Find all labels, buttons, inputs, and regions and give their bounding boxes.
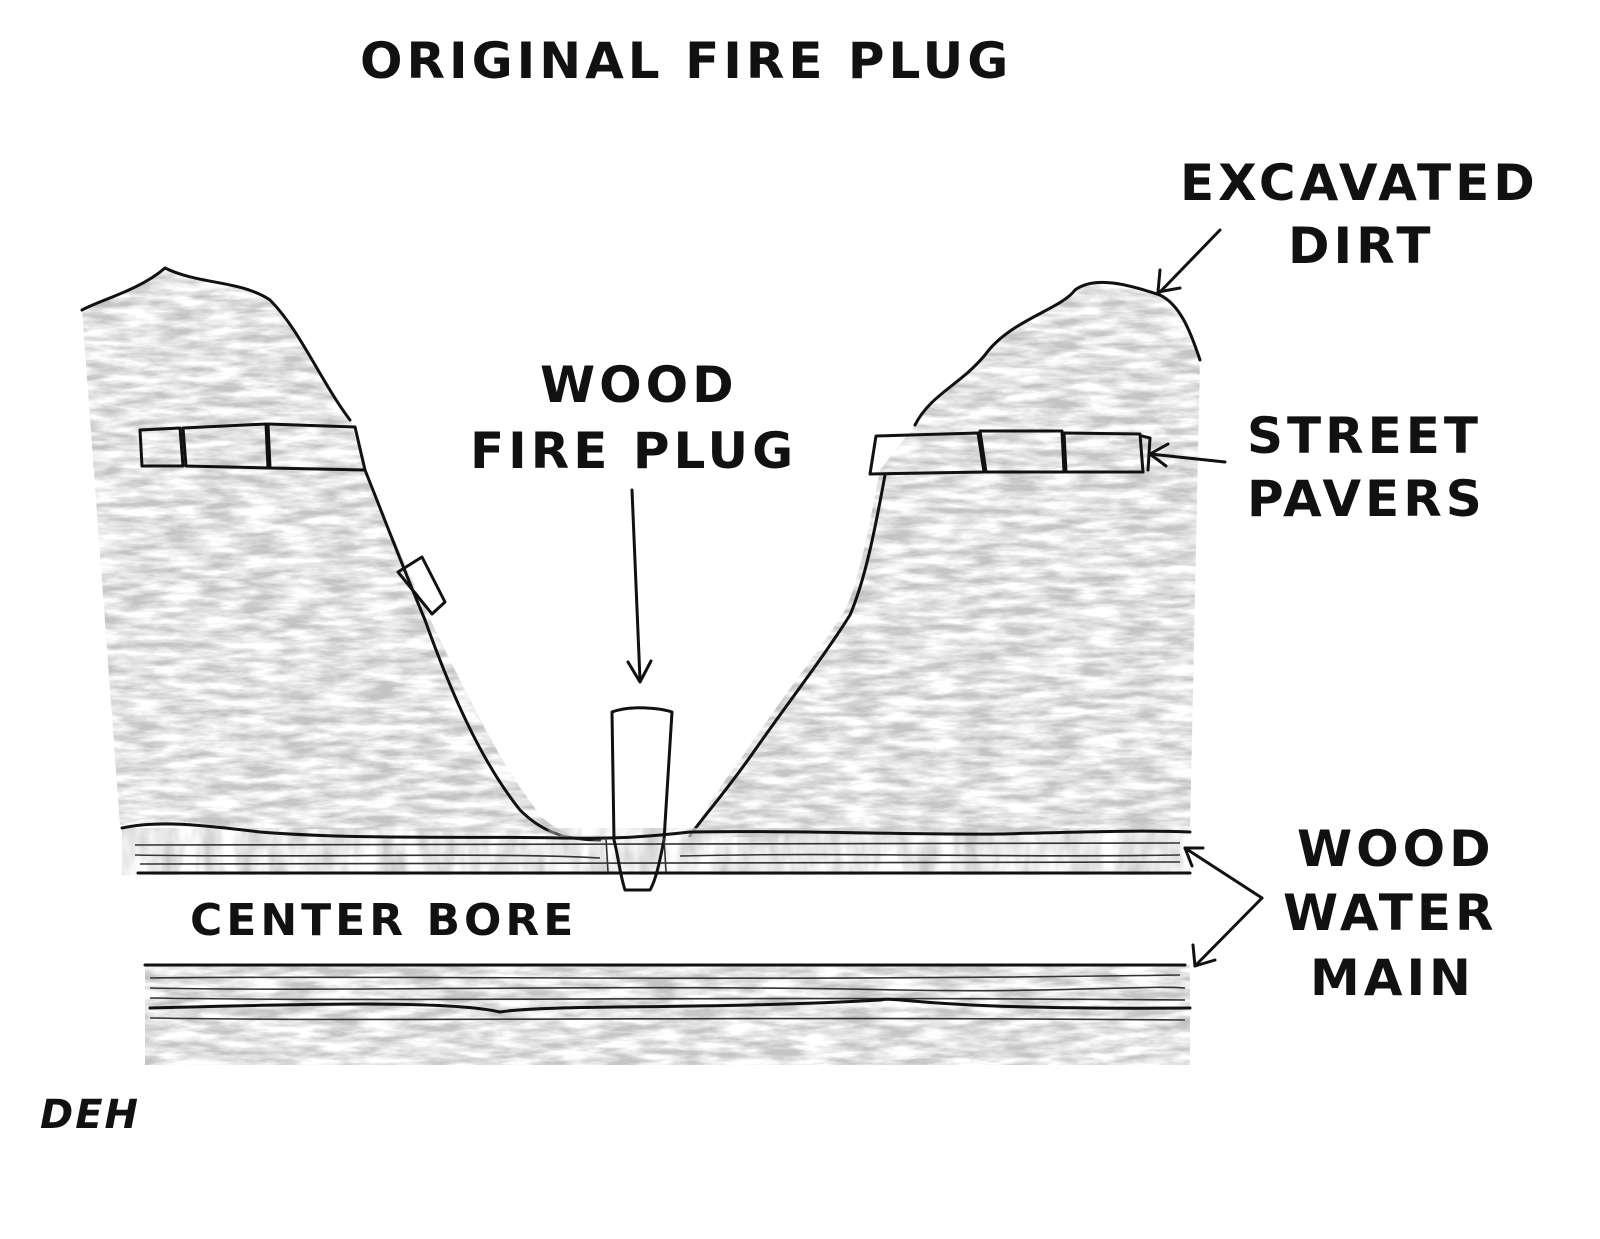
wood-water-main-label-line3: MAIN	[1310, 949, 1475, 1007]
wood-water-main-label-line1: WOOD	[1297, 820, 1495, 878]
wood-fire-plug-label-line1: WOOD	[540, 356, 738, 414]
street-pavers-label-line1: STREET	[1247, 407, 1482, 465]
wood-fire-plug	[605, 706, 674, 892]
water-main-upper-wall	[120, 822, 1192, 875]
excavated-dirt-label-line2: DIRT	[1288, 217, 1434, 275]
street-pavers-left	[138, 422, 367, 472]
excavated-dirt-label-line1: EXCAVATED	[1180, 154, 1539, 212]
fire-plug-arrow	[626, 488, 653, 684]
street-pavers-label-line2: PAVERS	[1247, 470, 1486, 528]
street-pavers-arrow	[1148, 442, 1227, 468]
water-main-arrows	[1183, 846, 1264, 968]
left-dirt-mound	[80, 266, 602, 842]
excavated-dirt-arrow	[1156, 228, 1222, 294]
wood-water-main-label-line2: WATER	[1283, 884, 1497, 942]
right-dirt-mound	[688, 280, 1202, 838]
wood-fire-plug-label-line2: FIRE PLUG	[470, 422, 797, 480]
center-bore-label: CENTER BORE	[190, 895, 577, 946]
water-main-lower-wall	[143, 963, 1192, 1065]
diagram-title: ORIGINAL FIRE PLUG	[360, 32, 1012, 90]
street-pavers-right	[868, 429, 1152, 476]
artist-signature: DEH	[40, 1092, 140, 1138]
